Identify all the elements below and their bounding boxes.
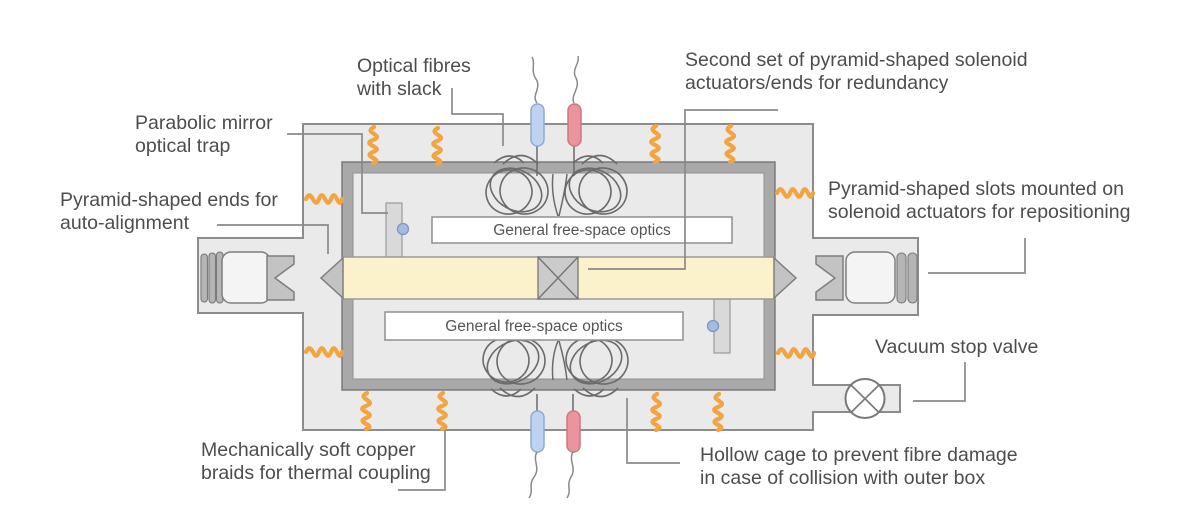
label-vacuum-valve: Vacuum stop valve xyxy=(875,336,1039,358)
parabolic-mirror-mount-upper xyxy=(385,202,410,258)
leader-pyramid-ends xyxy=(217,224,329,254)
leader-copper-braids xyxy=(398,431,446,491)
label-optical-fibres: Optical fibres with slack xyxy=(357,55,471,100)
leader-lines xyxy=(217,88,1026,491)
fibre-capsule-blue-bottom xyxy=(530,410,545,453)
fibre-feedthrough-left xyxy=(200,251,295,304)
connector-body-right xyxy=(845,251,896,304)
leader-hollow-cage xyxy=(626,398,680,464)
label-parabolic-mirror: Parabolic mirror optical trap xyxy=(135,112,273,157)
leader-second-set xyxy=(588,109,778,270)
fibre-tails xyxy=(528,55,580,499)
beam-splitter xyxy=(537,256,579,300)
fibre-capsule-red-top xyxy=(567,103,582,147)
parabolic-mirror-mount-lower xyxy=(706,298,731,354)
label-pyramid-ends: Pyramid-shaped ends for auto-alignment xyxy=(60,189,278,234)
leader-vacuum-valve xyxy=(913,362,966,402)
fibre-feedthrough-right xyxy=(815,251,918,304)
leader-parabolic-mirror xyxy=(287,133,388,214)
mirror-dot-lower xyxy=(706,319,720,333)
free-space-optics-box-top: General free-space optics xyxy=(431,216,733,244)
label-pyramid-slots: Pyramid-shaped slots mounted on solenoid… xyxy=(828,178,1131,223)
pyramid-slot-right xyxy=(815,255,844,301)
vacuum-stop-valve xyxy=(844,378,886,419)
leader-pyramid-slots xyxy=(928,238,1026,274)
fibre-capsules xyxy=(528,55,582,499)
free-space-optics-label-top: General free-space optics xyxy=(493,222,671,239)
fibre-capsule-blue-top xyxy=(530,103,545,147)
free-space-optics-box-bottom: General free-space optics xyxy=(384,311,684,341)
pyramid-end-right xyxy=(773,256,798,300)
fibre-capsule-red-bottom xyxy=(566,410,581,453)
label-hollow-cage: Hollow cage to prevent fibre damage in c… xyxy=(700,444,1018,489)
fibre-routing-lines xyxy=(536,145,575,412)
free-space-optics-label-bottom: General free-space optics xyxy=(445,318,623,335)
ferrule-bars-left xyxy=(200,251,224,304)
mirror-dot-upper xyxy=(396,222,410,236)
connector-body-left xyxy=(221,251,271,304)
label-copper-braids: Mechanically soft copper braids for ther… xyxy=(201,439,431,484)
pyramid-end-left xyxy=(319,256,344,300)
label-second-set: Second set of pyramid-shaped solenoid ac… xyxy=(685,49,1028,94)
ferrule-bars-right xyxy=(896,252,918,304)
pyramid-slot-left xyxy=(266,255,295,301)
leader-optical-fibres xyxy=(451,88,504,146)
